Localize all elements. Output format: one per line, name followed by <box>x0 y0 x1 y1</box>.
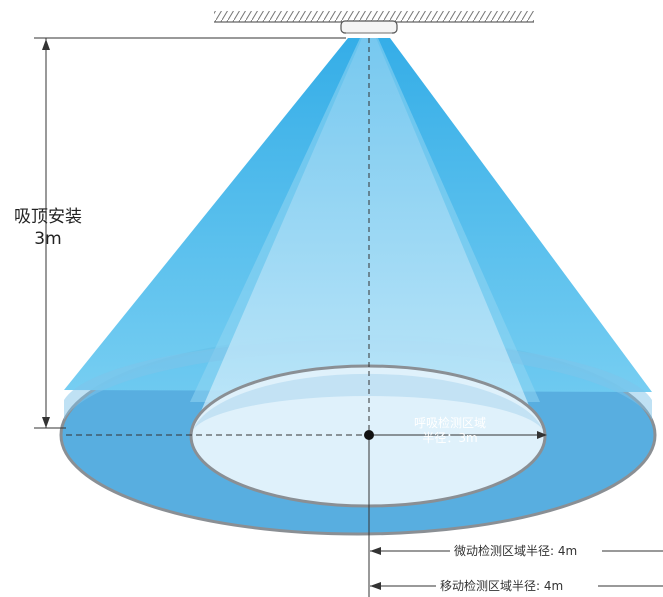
ceiling-sensor-device <box>340 20 398 34</box>
mount-height-label: 吸顶安装 3m <box>0 206 96 250</box>
motion-dimension <box>370 582 663 590</box>
motion-radius-label: 移动检测区域半径: 4m <box>436 579 568 593</box>
center-point <box>364 430 374 440</box>
height-dimension <box>34 37 346 429</box>
breathing-zone-name: 呼吸检测区域 <box>413 416 486 430</box>
ceiling <box>214 11 534 23</box>
micro-motion-radius-label: 微动检测区域半径: 4m <box>450 544 582 558</box>
breathing-radius-arrowhead <box>537 431 547 439</box>
breathing-zone-shading <box>193 373 543 430</box>
breathing-zone-radius: 半径：3m <box>422 431 478 445</box>
inner-breathing-cone <box>192 38 540 432</box>
breathing-zone-label: 呼吸检测区域 半径：3m <box>395 416 505 446</box>
mount-type-label: 吸顶安装 <box>14 207 82 227</box>
mount-height-value: 3m <box>34 229 62 249</box>
micro-motion-dimension <box>370 547 663 555</box>
